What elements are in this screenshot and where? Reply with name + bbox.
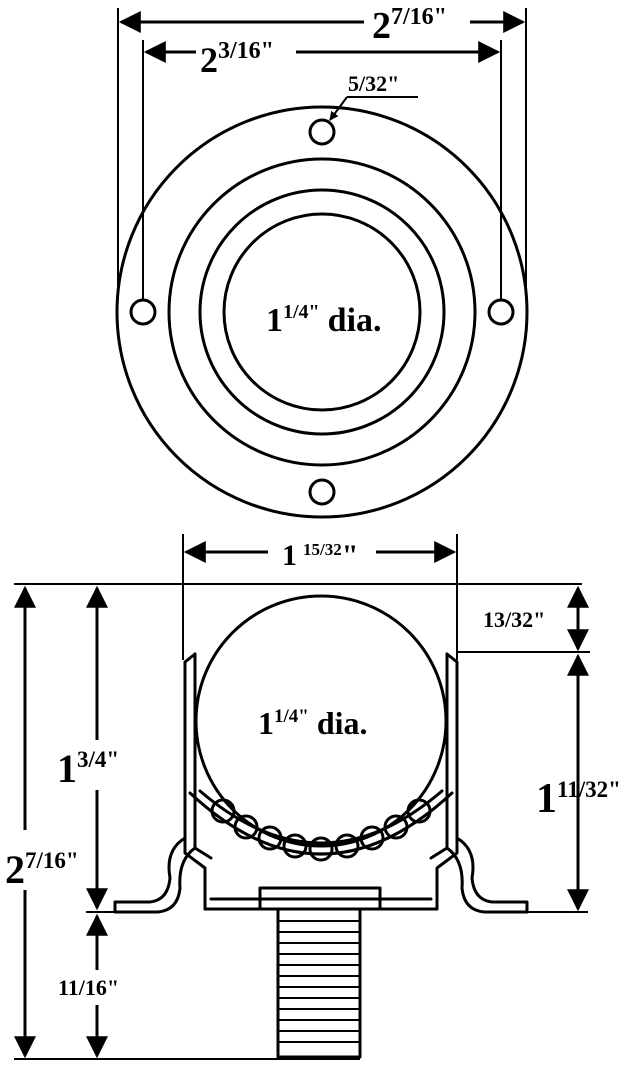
- ball-outline: [222, 212, 422, 412]
- stud-length-label: 11/16": [58, 975, 119, 1000]
- right-flange: [445, 836, 529, 914]
- housing-right-wall-inner: [429, 652, 449, 860]
- support-ball: [406, 798, 432, 824]
- housing-right-lip: [445, 652, 459, 664]
- support-ball: [233, 814, 259, 840]
- support-ball: [210, 798, 236, 824]
- support-ball: [282, 833, 308, 859]
- hole-spacing-label: 23/16": [200, 38, 274, 80]
- mounting-hole-right: [487, 298, 515, 326]
- ball-dia-label-side: 11/4"dia.: [258, 705, 368, 741]
- support-ball: [383, 814, 409, 840]
- hole-dia-label: 5/32": [348, 71, 399, 96]
- body-height-label: 13/4": [57, 746, 119, 791]
- overall-height-label: 27/16": [5, 847, 79, 892]
- housing-left-wall-inner: [193, 652, 213, 860]
- housing-left-wall: [183, 660, 207, 911]
- support-ball: [257, 825, 283, 851]
- flange-outline: [115, 105, 529, 519]
- ball-protrusion-label: 13/32": [483, 607, 545, 632]
- housing-right-wall: [435, 660, 459, 911]
- mounting-hole-top: [308, 118, 336, 146]
- mounting-hole-left: [129, 298, 157, 326]
- housing-left-lip: [183, 652, 197, 664]
- left-flange: [113, 836, 197, 914]
- support-ball: [359, 825, 385, 851]
- inner-cup-inner: [198, 789, 444, 845]
- hole-dia-leader: [329, 96, 348, 121]
- support-balls: [210, 798, 432, 862]
- cup-rim: [198, 188, 446, 436]
- flange-step: [167, 157, 477, 467]
- mounting-hole-bottom: [308, 478, 336, 506]
- overall-width-label: 27/16": [372, 4, 447, 47]
- support-ball: [334, 833, 360, 859]
- threaded-stud: [276, 907, 362, 1059]
- cup-height-label: 111/32": [536, 776, 621, 822]
- top-view: 27/16" 23/16" 5/32" 11/4"dia.: [115, 4, 529, 519]
- stud-threads: [278, 920, 360, 1043]
- support-ball: [308, 836, 334, 862]
- ball-dia-label-top: 11/4"dia.: [266, 301, 382, 339]
